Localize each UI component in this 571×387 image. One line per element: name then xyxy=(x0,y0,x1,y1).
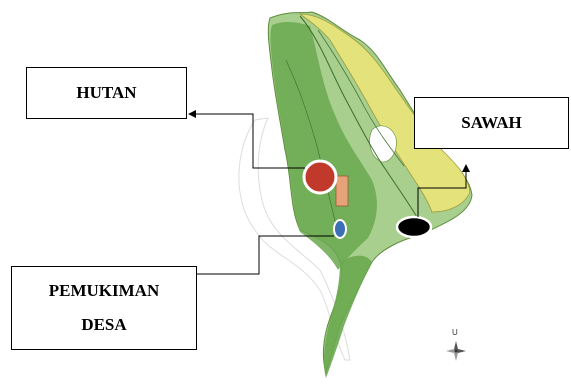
settlement-label-line2: DESA xyxy=(81,315,127,334)
paddy-label: SAWAH xyxy=(461,113,522,133)
forest-marker xyxy=(302,159,338,195)
southern-peninsula xyxy=(323,255,372,378)
river xyxy=(299,15,421,223)
lake xyxy=(369,125,397,163)
river-branch xyxy=(285,59,337,226)
paddy-arrowhead xyxy=(462,164,470,172)
forest-label: HUTAN xyxy=(76,83,137,103)
paddy-connector-line xyxy=(417,172,467,217)
forest-label-box: HUTAN xyxy=(26,67,187,119)
forest-connector-line xyxy=(195,113,305,169)
settlement-marker xyxy=(333,219,347,239)
paddy-zone xyxy=(298,13,471,213)
compass-north-letter: U xyxy=(452,328,458,337)
paddy-marker xyxy=(395,215,433,239)
settlement-connector-line xyxy=(197,235,334,275)
compass-rose-icon xyxy=(446,341,466,361)
settlement-label-box: PEMUKIMAN DESA xyxy=(11,266,197,350)
forest-arrowhead xyxy=(188,110,196,118)
region-map xyxy=(267,11,473,378)
paddy-label-box: SAWAH xyxy=(414,97,569,149)
river-branch xyxy=(317,29,405,167)
forest-zone xyxy=(270,22,377,270)
settlement-label-line1: PEMUKIMAN xyxy=(48,281,160,301)
settlement-area xyxy=(335,175,349,207)
neighbour-outline xyxy=(238,117,351,361)
